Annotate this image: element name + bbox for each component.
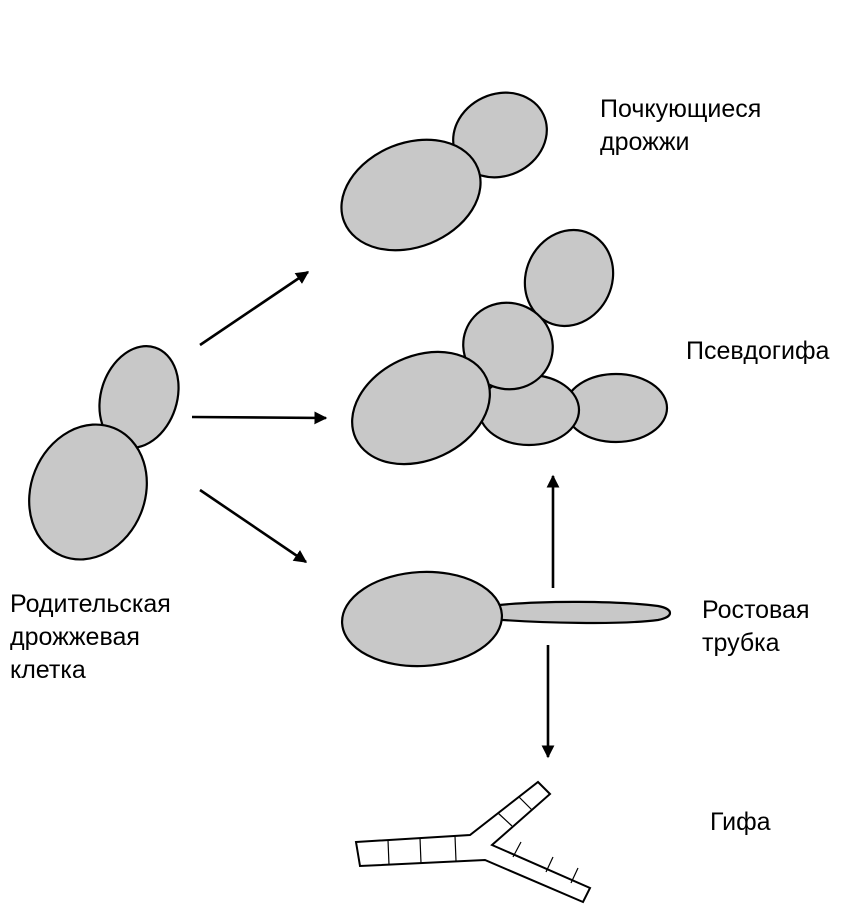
pseudohypha-cell-right [565, 374, 667, 442]
arrow-to-budding-yeast [200, 272, 308, 345]
label-budding-line-2: дрожжи [600, 126, 761, 159]
label-hypha-line-1: Гифа [710, 806, 771, 839]
arrow-to-germ-tube [200, 490, 306, 562]
label-pseudohypha-line-1: Псевдогифа [686, 335, 829, 368]
label-parent-line-2: дрожжевая [10, 621, 171, 654]
germ-tube-filament [490, 602, 670, 623]
parent-yeast-cell [9, 336, 191, 578]
label-parent-line-3: клетка [10, 654, 171, 687]
label-parent-cell: Родительская дрожжевая клетка [10, 588, 171, 687]
germ-tube [340, 568, 670, 670]
germ-tube-mother-cell [340, 568, 505, 670]
arrow-to-pseudohypha [192, 417, 326, 418]
label-germ-tube-line-2: трубка [702, 627, 810, 660]
label-hypha: Гифа [710, 806, 771, 839]
label-budding-yeast: Почкующиеся дрожжи [600, 93, 761, 159]
label-parent-line-1: Родительская [10, 588, 171, 621]
hypha [356, 782, 590, 902]
label-pseudohypha: Псевдогифа [686, 335, 829, 368]
hypha-septum [513, 842, 521, 857]
label-germ-tube: Ростовая трубка [702, 594, 810, 660]
hypha-branch [356, 782, 590, 902]
budding-yeast [325, 78, 561, 271]
label-budding-line-1: Почкующиеся [600, 93, 761, 126]
label-germ-tube-line-1: Ростовая [702, 594, 810, 627]
pseudohypha-cells [334, 215, 667, 485]
